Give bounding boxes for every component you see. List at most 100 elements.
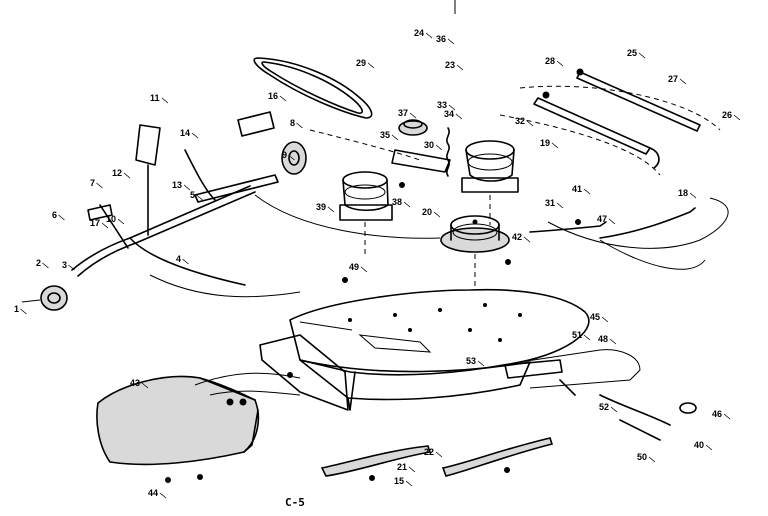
spindle-pulley-right <box>461 140 519 225</box>
callout-leader <box>141 382 149 389</box>
callout-leader <box>68 264 75 271</box>
callout-21: 21 <box>397 462 416 473</box>
callout-number: 23 <box>445 60 455 70</box>
callout-10: 10 <box>106 214 125 225</box>
callout-number: 41 <box>572 184 582 194</box>
callout-number: 51 <box>572 330 582 340</box>
callout-8: 8 <box>290 118 303 129</box>
callout-20: 20 <box>422 207 441 218</box>
callout-36: 36 <box>436 34 455 45</box>
callout-17: 17 <box>90 218 109 229</box>
callout-4: 4 <box>176 254 189 265</box>
callout-number: 30 <box>424 140 434 150</box>
callout-leader <box>191 132 199 139</box>
callout-29: 29 <box>356 58 375 69</box>
callout-2: 2 <box>36 258 49 269</box>
callout-number: 14 <box>180 128 190 138</box>
callout-leader <box>425 32 433 39</box>
callout-leader <box>679 78 687 85</box>
callout-leader <box>448 104 456 111</box>
callout-leader <box>523 236 531 243</box>
figure-caption: C-5 <box>285 496 305 509</box>
callout-leader <box>435 451 443 458</box>
callout-leader <box>556 60 564 67</box>
callout-number: 12 <box>112 168 122 178</box>
callout-leader <box>182 258 189 265</box>
callout-number: 18 <box>678 188 688 198</box>
callout-leader <box>610 406 618 413</box>
callout-number: 42 <box>512 232 522 242</box>
callout-30: 30 <box>424 140 443 151</box>
callout-number: 21 <box>397 462 407 472</box>
mower-deck <box>259 288 641 411</box>
callout-leader <box>477 360 485 367</box>
callout-48: 48 <box>598 334 617 345</box>
callout-number: 48 <box>598 334 608 344</box>
callout-53: 53 <box>466 356 485 367</box>
callout-number: 52 <box>599 402 609 412</box>
callout-number: 9 <box>282 150 287 160</box>
callout-leader <box>648 456 656 463</box>
callout-15: 15 <box>394 476 413 487</box>
callout-leader <box>583 334 591 341</box>
callout-45: 45 <box>590 312 609 323</box>
callout-leader <box>123 172 131 179</box>
callout-14: 14 <box>180 128 199 139</box>
callout-35: 35 <box>380 130 399 141</box>
callout-9: 9 <box>282 150 295 161</box>
lift-linkage <box>71 124 279 286</box>
callout-number: 34 <box>444 109 454 119</box>
callout-number: 24 <box>414 28 424 38</box>
callout-number: 8 <box>290 118 295 128</box>
callout-number: 47 <box>597 214 607 224</box>
callout-leader <box>723 413 731 420</box>
callout-number: 20 <box>422 207 432 217</box>
callout-leader <box>161 97 169 104</box>
callout-44: 44 <box>148 488 167 499</box>
callout-leader <box>391 134 399 141</box>
callout-number: 29 <box>356 58 366 68</box>
idler-pulley <box>398 119 428 136</box>
callout-25: 25 <box>627 48 646 59</box>
callout-leader <box>601 316 609 323</box>
callout-23: 23 <box>445 60 464 71</box>
gauge-wheel <box>21 285 68 311</box>
callout-leader <box>447 38 455 45</box>
rear-brackets <box>504 359 697 441</box>
callout-leader <box>279 95 287 102</box>
callout-number: 53 <box>466 356 476 366</box>
callout-number: 39 <box>316 202 326 212</box>
center-spindle-pulley <box>440 215 510 290</box>
callout-leader <box>327 206 335 213</box>
callout-13: 13 <box>172 180 191 191</box>
callout-leader <box>455 113 463 120</box>
belt-guard-bracket <box>237 111 307 175</box>
callout-27: 27 <box>668 74 687 85</box>
callout-number: 16 <box>268 91 278 101</box>
callout-number: 27 <box>668 74 678 84</box>
callout-number: 50 <box>637 452 647 462</box>
callout-19: 19 <box>540 138 559 149</box>
callout-3: 3 <box>62 260 75 271</box>
callout-leader <box>196 194 203 201</box>
drive-belt <box>253 57 373 119</box>
callout-7: 7 <box>90 178 103 189</box>
callout-number: 17 <box>90 218 100 228</box>
callout-leader <box>159 492 167 499</box>
callout-51: 51 <box>572 330 591 341</box>
hardware-bolts <box>165 182 511 483</box>
callout-number: 7 <box>90 178 95 188</box>
callout-26: 26 <box>722 110 741 121</box>
callout-number: 10 <box>106 214 116 224</box>
callout-leader <box>403 201 411 208</box>
callout-34: 34 <box>444 109 463 120</box>
spindle-pulley-left <box>339 171 393 255</box>
callout-37: 37 <box>398 108 417 119</box>
callout-leader <box>360 266 368 273</box>
callout-number: 32 <box>515 116 525 126</box>
callout-46: 46 <box>712 409 731 420</box>
callout-12: 12 <box>112 168 131 179</box>
callout-number: 2 <box>36 258 41 268</box>
callout-28: 28 <box>545 56 564 67</box>
